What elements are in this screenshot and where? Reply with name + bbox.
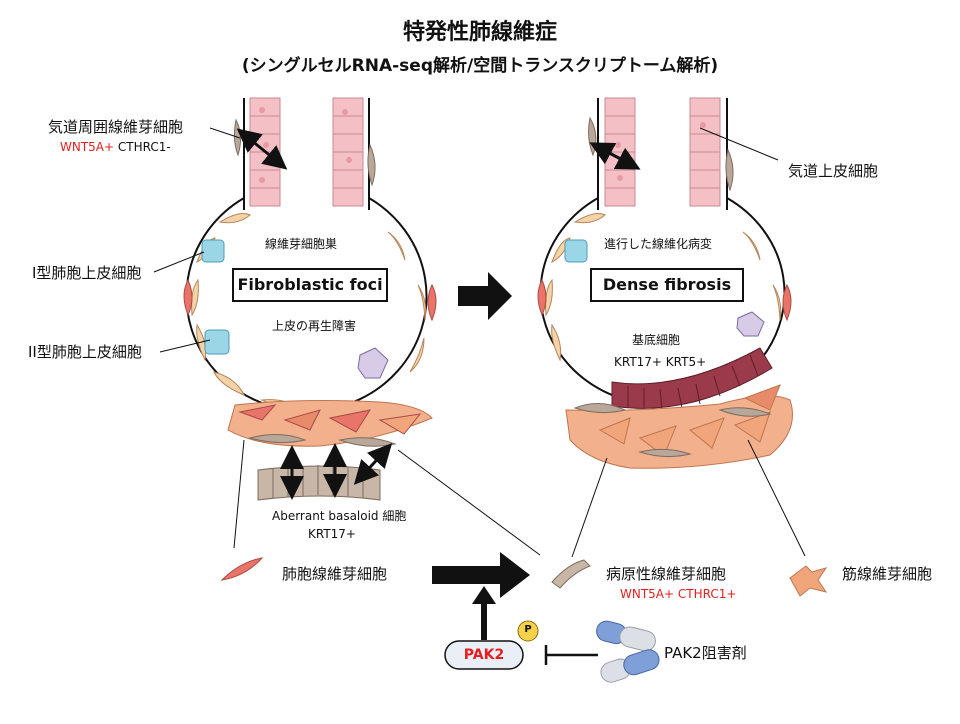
airway-fibroblast-markers: WNT5A+ CTHRC1- <box>60 141 171 153</box>
label-foci-caption: 線維芽細胞巣 <box>265 237 338 251</box>
right-basal-cell-layer <box>611 347 773 411</box>
label-pathologic-markers: WNT5A+ CTHRC1+ <box>620 587 737 601</box>
label-alveolar-fibroblast: 肺胞線維芽細胞 <box>282 565 388 583</box>
label-basal-cell: 基底細胞 <box>632 333 681 347</box>
diagram-subtitle: (シングルセルRNA-seq解析/空間トランスクリプトーム解析) <box>241 56 719 76</box>
right-airway-interaction-arrow <box>589 142 641 170</box>
left-peribronchial-fibroblast-2 <box>367 143 376 187</box>
right-dense-fibrosis <box>565 384 793 469</box>
right-cuboidal-cell <box>564 239 588 263</box>
pak2-label: PAK2 <box>463 647 505 663</box>
right-left-side-fibroblast <box>537 278 547 317</box>
right-alveolus <box>537 97 806 558</box>
label-aberrant-basaloid: Aberrant basaloid 細胞 <box>272 509 407 523</box>
differentiation-arrow <box>432 552 530 598</box>
pak2-pill <box>444 640 524 670</box>
inhibitor-pills <box>596 620 660 683</box>
callout-pathologic-from-left <box>397 449 541 556</box>
right-peribronchial-fibroblast-2 <box>725 148 734 192</box>
left-side-fibroblast <box>183 278 193 317</box>
marker-wnt5a: WNT5A+ <box>60 140 115 154</box>
box-fibroblastic-foci: Fibroblastic foci <box>232 268 388 302</box>
right-airway-epithelium <box>597 97 728 210</box>
myofibroblast-icon <box>789 565 828 597</box>
right-side-fibroblast <box>427 283 437 322</box>
callout-type1 <box>153 251 205 273</box>
diagram-title: 特発性肺線維症 <box>402 20 557 45</box>
label-pathologic-fibroblast: 病原性線維芽細胞 <box>606 565 727 583</box>
marker-cthrc1-neg: CTHRC1- <box>117 140 171 154</box>
callout-alveolar-fibroblast <box>233 439 245 549</box>
callout-type2 <box>159 339 211 353</box>
phospho-badge <box>517 620 539 642</box>
right-right-side-fibroblast <box>782 283 792 322</box>
label-myofibroblast: 筋線維芽細胞 <box>842 565 933 583</box>
left-fibroblastic-focus <box>227 400 433 447</box>
pathologic-fibroblast-icon <box>551 559 591 589</box>
callout-myofibroblast <box>747 439 806 557</box>
left-type1-cell <box>201 239 225 263</box>
label-basal-markers: KRT17+ KRT5+ <box>614 355 707 369</box>
right-damaged-epithelium <box>736 311 765 337</box>
label-type1-cell: I型肺胞上皮細胞 <box>32 264 142 282</box>
callout-airway-fibroblast <box>209 127 241 139</box>
callout-airway-epithelium <box>699 127 779 161</box>
progression-arrow <box>458 272 512 320</box>
right-peribronchial-fibroblast <box>588 116 597 157</box>
basaloid-interaction-arrow-3 <box>353 443 393 485</box>
label-pak2-inhibitor: PAK2阻害剤 <box>664 644 747 662</box>
label-type2-cell: II型肺胞上皮細胞 <box>28 343 142 361</box>
pak2-activation-head <box>472 586 496 604</box>
left-alveolus <box>153 97 541 556</box>
left-airway-interaction-arrow <box>236 128 288 170</box>
alveolar-fibroblast-icon <box>220 557 264 581</box>
label-progressive-lesion: 進行した線維化病変 <box>604 237 713 251</box>
label-airway-epithelium: 気道上皮細胞 <box>788 162 879 180</box>
left-type2-cell <box>204 329 230 355</box>
callout-pathologic-from-right <box>571 457 608 558</box>
left-damaged-epithelium <box>357 347 389 379</box>
phospho-label: P <box>524 624 532 635</box>
label-airway-fibroblast: 気道周囲線維芽細胞 <box>48 118 184 136</box>
box-dense-fibrosis: Dense fibrosis <box>590 268 744 302</box>
label-aberrant-marker: KRT17+ <box>308 527 356 541</box>
left-aberrant-basaloid-layer <box>257 465 381 501</box>
label-regeneration-failure: 上皮の再生障害 <box>272 319 357 333</box>
left-airway-epithelium <box>243 97 370 210</box>
